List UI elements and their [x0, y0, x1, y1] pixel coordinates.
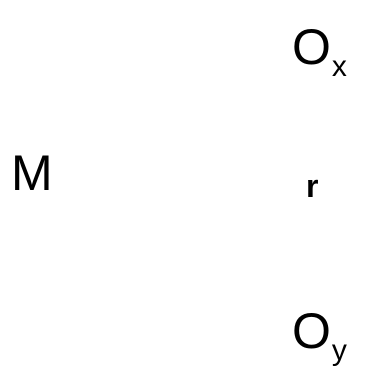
ox-label-main: O [292, 19, 331, 75]
m-label: M [11, 145, 53, 201]
ox-label: Ox [292, 19, 347, 82]
r-label: r [306, 168, 319, 204]
ox-label-subscript: x [331, 50, 347, 83]
oy-label-main: O [292, 303, 331, 359]
oy-label: Oy [292, 303, 347, 366]
oy-label-subscript: y [331, 334, 347, 367]
